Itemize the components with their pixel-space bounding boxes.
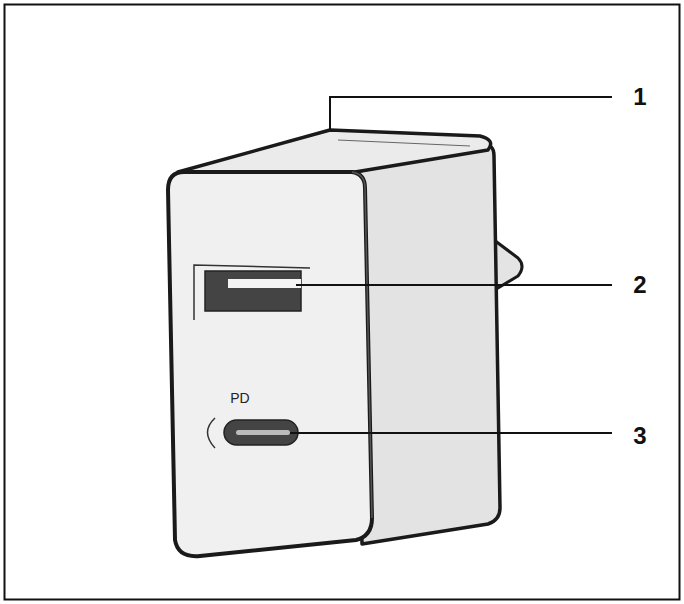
leader-line xyxy=(290,432,612,434)
top-edge xyxy=(338,140,470,146)
frame xyxy=(5,5,680,600)
leader-line xyxy=(296,284,612,286)
usb-c-port xyxy=(224,420,298,445)
leader-line xyxy=(330,97,612,130)
front-face xyxy=(168,172,372,556)
port-recess xyxy=(194,265,310,320)
top-face xyxy=(178,130,491,172)
usb-a-tongue xyxy=(228,279,301,288)
port-recess xyxy=(208,418,216,448)
front-edge xyxy=(352,172,372,518)
callout-number: 1 xyxy=(633,85,646,109)
port-marking: PD xyxy=(230,391,249,405)
callout-number: 3 xyxy=(633,424,646,448)
usb-a-port xyxy=(205,271,301,311)
callout-number: 2 xyxy=(633,273,646,297)
side-face xyxy=(355,145,500,544)
usb-c-tongue xyxy=(236,430,290,435)
